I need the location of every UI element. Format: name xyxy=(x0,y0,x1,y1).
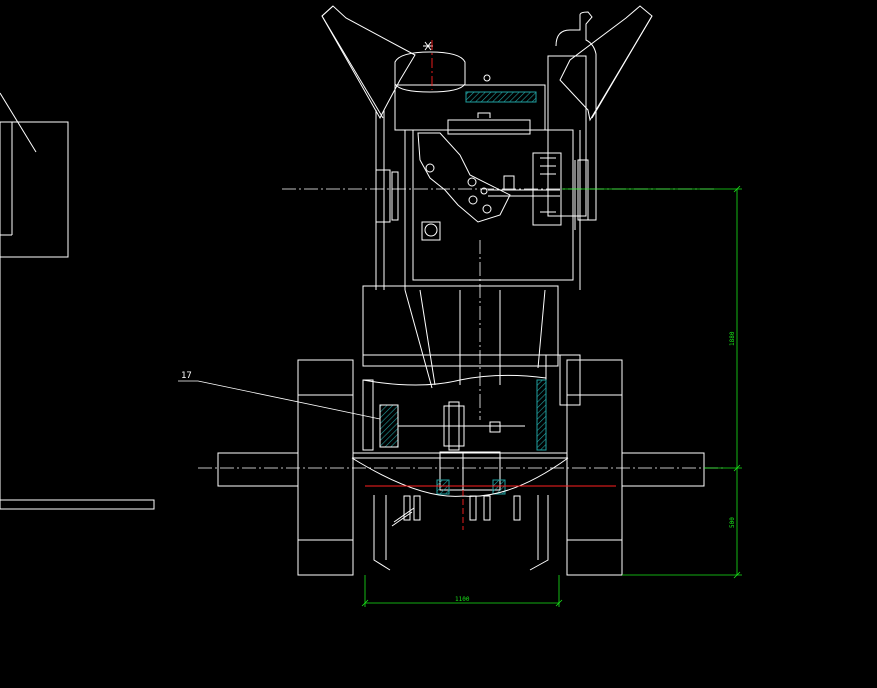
callout-17-leader xyxy=(178,380,381,420)
left-pulley xyxy=(375,110,399,290)
dimension-vertical-lower: 500 xyxy=(729,517,736,528)
dimension-horizontal-width: 1100 xyxy=(455,596,470,603)
left-wheel xyxy=(297,359,354,576)
right-handlebar xyxy=(559,5,653,122)
callout-17-label: 17 xyxy=(181,371,192,381)
exhaust-muffler xyxy=(547,11,597,230)
left-handlebar xyxy=(321,5,416,120)
dimension-vertical-upper: 1880 xyxy=(729,331,736,346)
dimension-lines xyxy=(361,185,742,607)
engine-block xyxy=(394,74,581,290)
left-side-view xyxy=(0,92,155,510)
right-wheel xyxy=(566,359,623,576)
axle xyxy=(217,452,705,487)
tiller-tines xyxy=(373,495,549,571)
gearbox-housing xyxy=(351,285,581,497)
